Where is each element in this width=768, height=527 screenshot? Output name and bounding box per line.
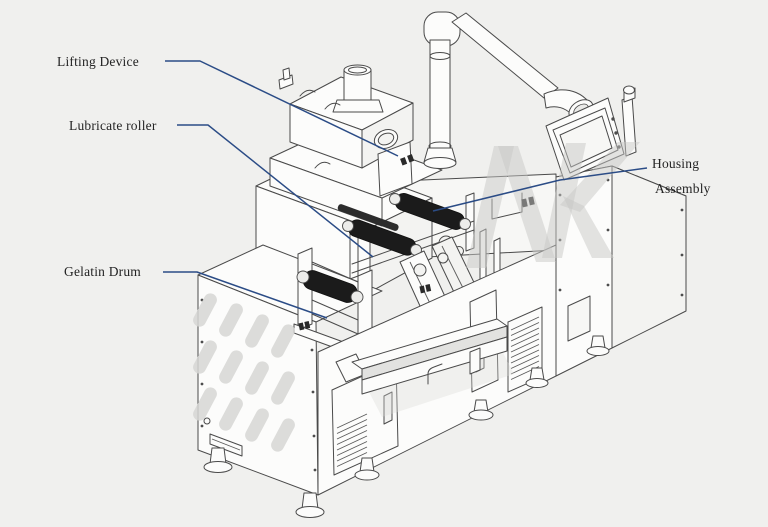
arm-pipe [451,12,559,99]
bolt [558,288,562,292]
foot-base [468,409,494,421]
brand-watermark [466,142,640,268]
door-left-handle [383,391,393,425]
capsule-watermark [193,293,295,452]
mid-box-handle [314,161,331,169]
bolt [200,424,204,428]
bolt [312,434,316,438]
bolt [200,382,204,386]
side-bracket-tab [282,67,291,81]
lid-handle [299,89,316,97]
watermark-stroke [466,146,514,268]
roller-end-cap [342,220,354,232]
watermark-stroke [498,146,556,262]
door-left-vent [336,413,368,467]
cylinder-top-inner [348,66,367,74]
label-housing-assembly-line2: Assembly [655,181,711,196]
foot-base [586,346,610,356]
trough-bracket [469,347,481,375]
leader-line-gelatin-drum [163,271,328,319]
piston-knob [413,263,427,277]
conveyor-trough [335,318,514,417]
watermark-stroke [560,142,640,212]
cylinder-flange [332,99,384,113]
bolt [200,340,204,344]
bolt [606,228,610,232]
foot-base [354,469,380,481]
keyhole [203,417,211,425]
leader-line-housing-assembly [432,167,648,212]
bezel-screw [611,117,615,121]
leader-line-lubricate-roller [177,124,374,258]
bolt [680,208,684,212]
foot-base [203,461,233,473]
right-cabinet-side [611,165,687,349]
bezel-screw [614,131,618,135]
door-pull-handle [427,363,443,385]
label-gelatin-drum: Gelatin Drum [64,264,142,279]
bolt [313,468,317,472]
slot-vent-line [211,438,241,451]
label-housing-assembly-line1: Housing [652,156,700,171]
roller-end-cap [459,218,471,230]
roller-end-cap [389,193,401,205]
leveling-feet [203,335,610,518]
bolt [311,390,315,394]
lifting-device-assembly [278,64,415,197]
arm-post [429,39,451,153]
bolt [310,348,314,352]
brand-plate-mark [298,322,305,331]
connector-port [407,154,415,163]
piston-knob [437,252,449,264]
bolt [606,283,610,287]
lifting-mechanism-box [377,141,413,197]
access-opening [567,295,591,342]
leader-lines [163,60,648,319]
hmi-mount-knob [623,85,635,95]
post-ring [429,52,451,60]
bolt [680,293,684,297]
slot-vent-frame [209,433,243,457]
drum-rod [311,299,359,321]
watermark-stroke [563,196,614,258]
connector-port [400,157,408,166]
drum-end-cap [350,290,364,304]
foot-base [525,378,549,388]
watermark-stroke [542,143,586,258]
drum-end-cap [296,270,310,284]
foot-base [295,506,325,518]
brand-plate-mark [419,285,426,294]
thin-roller [337,204,399,231]
brand-plate-mark [425,284,432,292]
post-base-flange [423,157,457,169]
drum-rod [311,313,359,335]
lid-handle [324,102,341,110]
drum-rod [311,261,359,283]
leader-line-lifting-device [165,60,399,157]
brand-plate-mark [304,321,311,329]
label-lifting-device: Lifting Device [57,54,139,69]
bolt [680,253,684,257]
port-ring-inner [377,132,395,146]
label-lubricate-roller: Lubricate roller [69,118,157,133]
